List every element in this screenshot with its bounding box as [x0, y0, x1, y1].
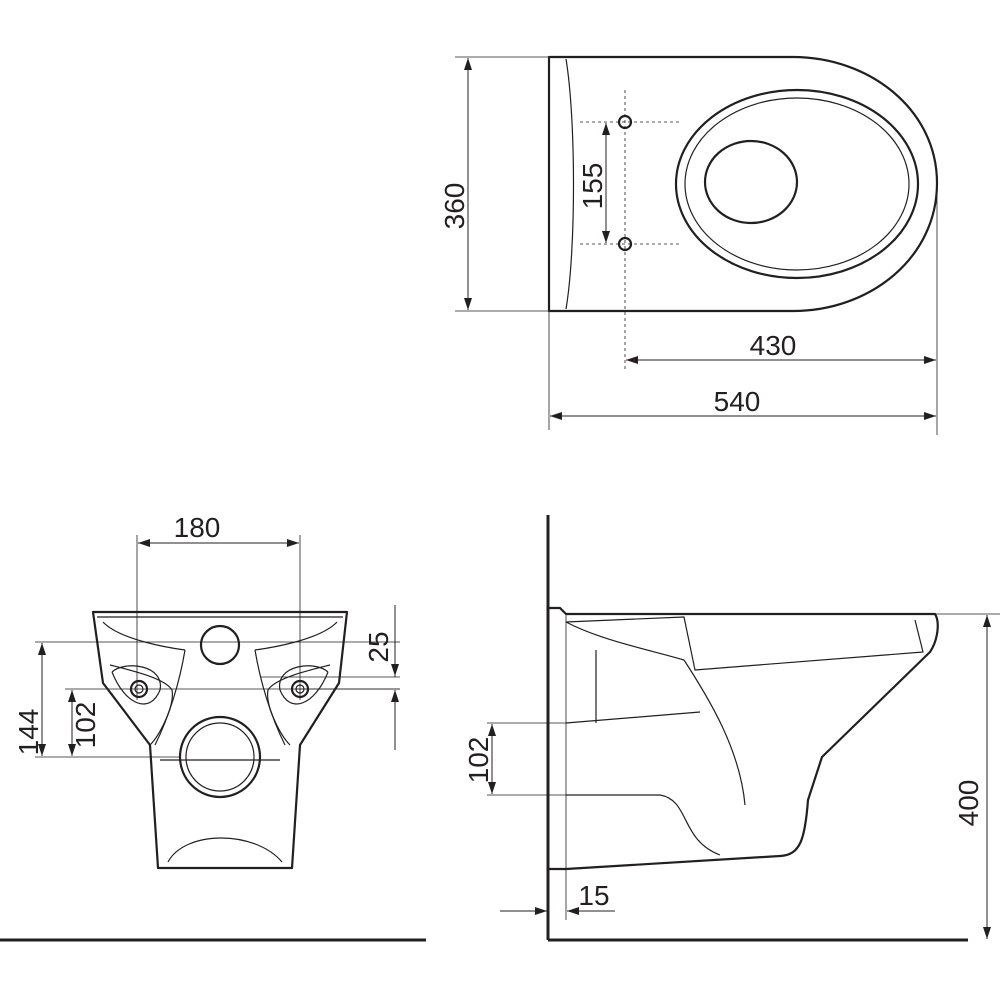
top-view-rim-inner	[684, 97, 910, 271]
top-view-rim	[674, 88, 920, 280]
dim-label-400: 400	[953, 780, 984, 827]
dim-label-360: 360	[439, 183, 470, 230]
top-view: 360 155 430 540	[439, 55, 939, 435]
dim-label-25: 25	[363, 631, 394, 662]
dim-label-15: 15	[578, 880, 609, 911]
dim-label-155: 155	[577, 163, 608, 210]
side-view: 102 400 15	[463, 515, 1000, 942]
side-view-body-outline	[547, 606, 939, 871]
dim-label-102-side: 102	[463, 737, 494, 784]
front-view-body-outline	[91, 610, 349, 870]
top-view-rear-flange	[565, 58, 575, 310]
top-view-outlet	[703, 139, 799, 225]
dim-label-144: 144	[13, 709, 44, 756]
dim-label-540: 540	[714, 386, 761, 417]
front-view-inlet	[199, 624, 241, 666]
front-view-outlet	[178, 715, 262, 799]
dim-label-180: 180	[174, 512, 221, 543]
dim-label-102-front: 102	[70, 702, 101, 749]
dim-label-430: 430	[750, 330, 797, 361]
front-view: 180 25 144 102	[0, 512, 426, 942]
